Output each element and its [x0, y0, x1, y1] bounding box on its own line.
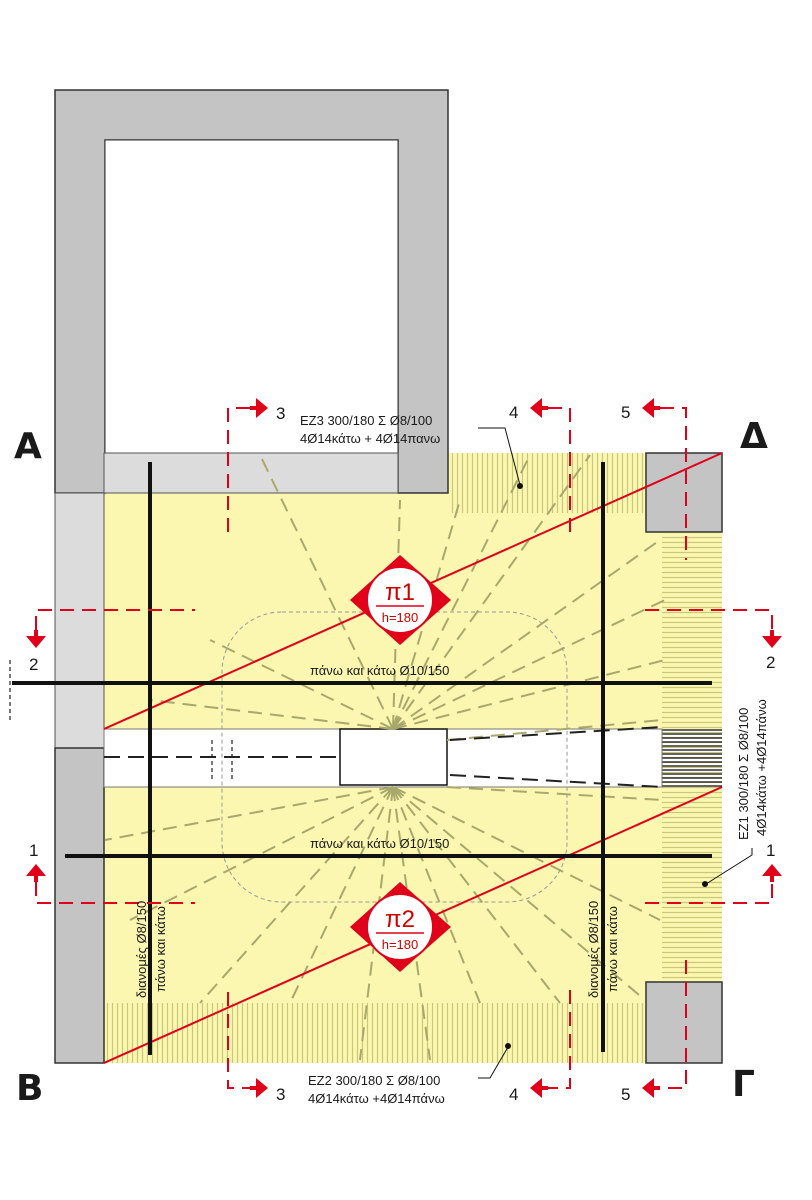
corner-g: Γ [732, 1064, 755, 1105]
arrow-2-right [762, 636, 782, 648]
rebar-dist-right-line1: διανομές Ø8/150 [586, 901, 601, 998]
corner-a: Α [14, 426, 42, 467]
section-4-top-label: 4 [509, 403, 518, 422]
section-4-bottom-label: 4 [509, 1085, 518, 1104]
arrow-2-left [26, 636, 46, 648]
arrow-5-bottom [642, 1078, 654, 1098]
column-g [645, 981, 723, 1064]
section-5-top-label: 5 [621, 403, 630, 422]
section-1-left-label: 1 [29, 841, 38, 860]
slab-p1-name: π1 [385, 579, 415, 606]
arrow-5-top [642, 398, 654, 418]
section-lines [35, 407, 773, 1089]
beam-ez2-hatch [104, 1003, 646, 1063]
arrow-4-top [530, 398, 542, 418]
rebar-main-bottom-label: πάνω και κάτω Ø10/150 [310, 836, 449, 851]
beam-ez1-line2: 4Ø14κάτω +4Ø14πάνω [754, 699, 769, 836]
section-5-bottom-label: 5 [621, 1085, 630, 1104]
slab-marker-p2: π2 h=180 [350, 882, 451, 972]
arrow-3-bottom [256, 1078, 268, 1098]
section-3-top-label: 3 [276, 404, 285, 423]
corner-d: Δ [740, 416, 768, 457]
arrow-1-right [762, 864, 782, 876]
slab-p2-height: h=180 [382, 937, 419, 952]
section-2-left-label: 2 [29, 655, 38, 674]
arrow-4-bottom [530, 1078, 542, 1098]
slab-marker-p1: π1 h=180 [350, 555, 451, 645]
walls [54, 89, 723, 1064]
stair-hatch [662, 729, 722, 787]
section-arrows [26, 398, 782, 1098]
beam-ez3-line1: ΕΖ3 300/180 Σ Ø8/100 [300, 413, 432, 428]
corridor-dashes [104, 726, 663, 788]
section-3-bottom-label: 3 [276, 1085, 285, 1104]
rebar-main-top-label: πάνω και κάτω Ø10/150 [310, 663, 449, 678]
section-1-right-label: 1 [766, 841, 775, 860]
rebar-dist-right-line2: πάνω και κάτω [605, 906, 620, 992]
section-2-right-label: 2 [766, 653, 775, 672]
slab-p2-name: π2 [385, 906, 415, 933]
column-d [645, 452, 723, 533]
beam-ez3-line2: 4Ø14κάτω + 4Ø14πανω [300, 431, 440, 446]
slab-p1-height: h=180 [382, 610, 419, 625]
wall-left-lower [54, 747, 105, 1064]
rebar-dist-left-line1: διανομές Ø8/150 [134, 901, 149, 998]
beam-ez1-line1: ΕΖ1 300/180 Σ Ø8/100 [736, 708, 751, 840]
corner-b: Β [16, 1068, 43, 1109]
light-wall-left [54, 492, 105, 749]
beam-ez2-line2: 4Ø14κάτω +4Ø14πάνω [308, 1091, 445, 1106]
arrow-1-left [26, 864, 46, 876]
beam-ez3-hatch [450, 453, 645, 513]
arrow-3-top [256, 398, 268, 418]
rebar-lines [12, 462, 712, 1055]
corridor-box [339, 728, 448, 786]
leader-lines [478, 427, 753, 1079]
rebar-dist-left-line2: πάνω και κάτω [153, 906, 168, 992]
beam-ez2-line1: ΕΖ2 300/180 Σ Ø8/100 [308, 1073, 440, 1088]
light-wall-top [103, 452, 399, 494]
